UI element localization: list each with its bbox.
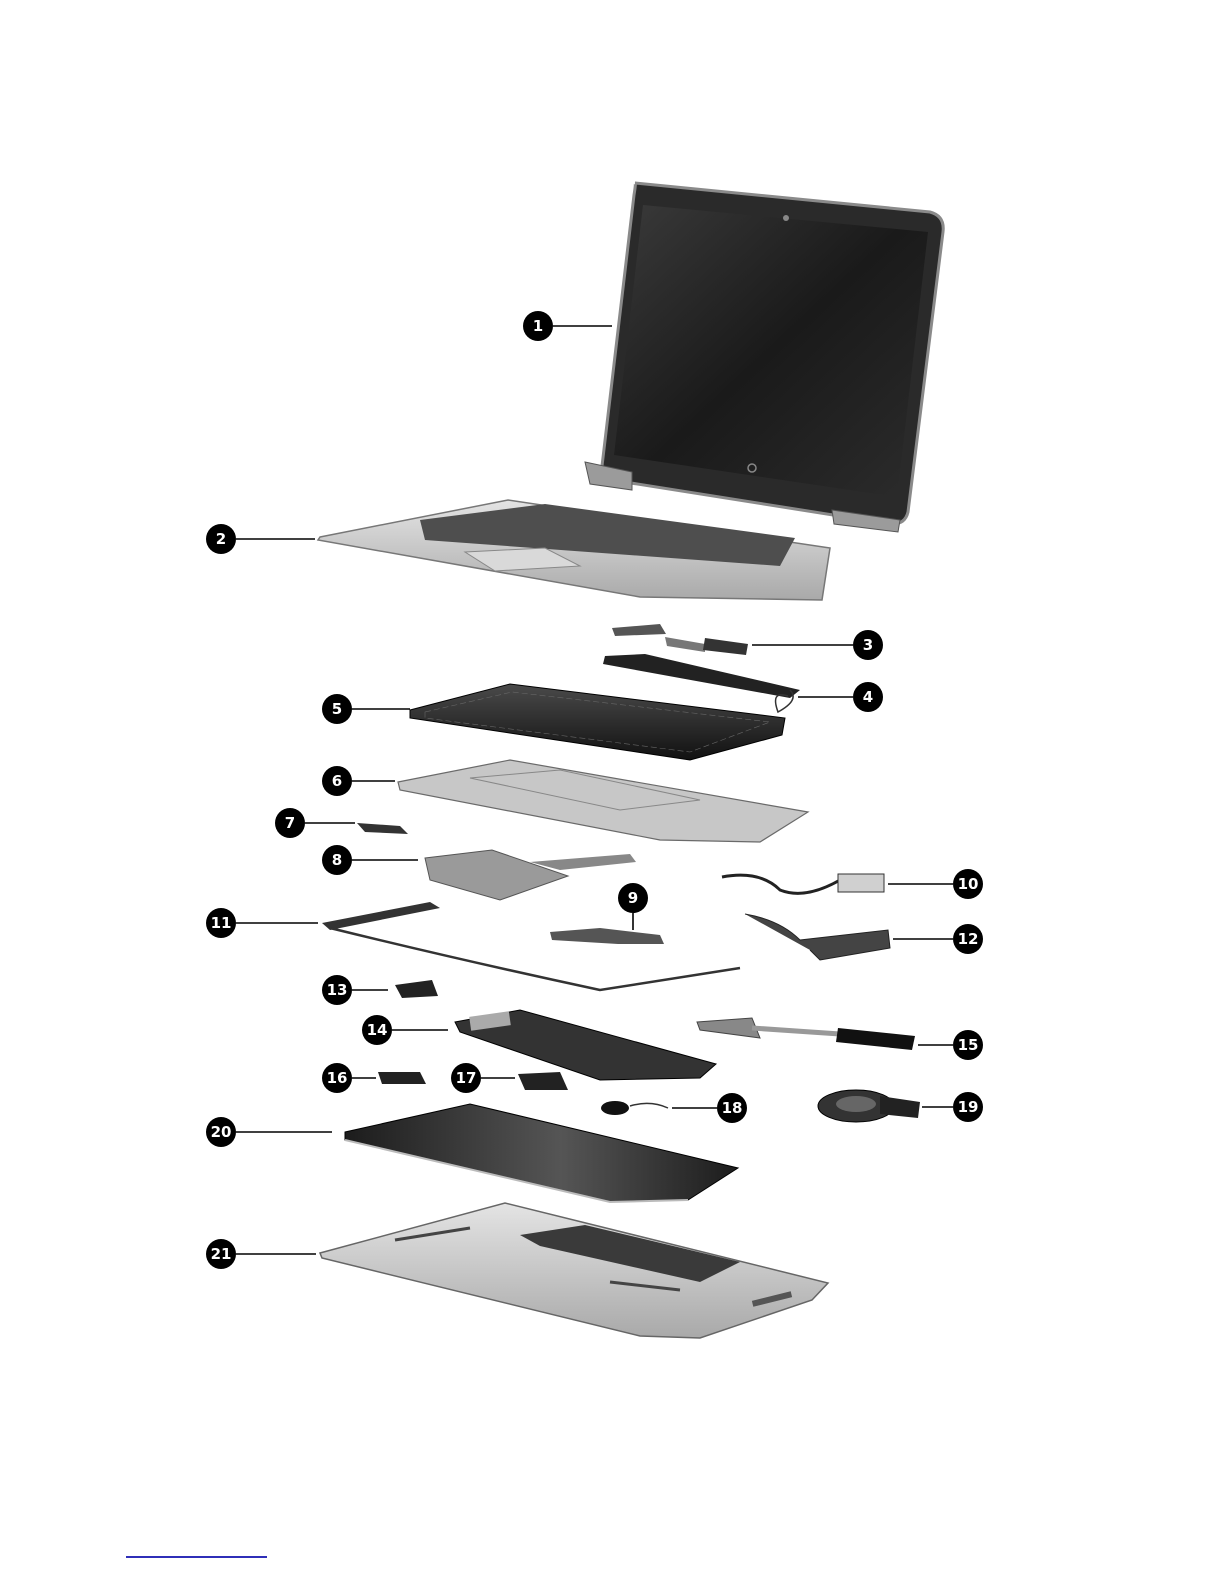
part-12 [745,914,890,960]
callout-2: 2 [206,524,315,554]
callout-16: 16 [322,1063,376,1093]
callout-11: 11 [206,908,318,938]
callout-4: 4 [798,682,883,712]
part-15 [697,1018,915,1050]
callout-18: 18 [672,1093,747,1123]
callout-6: 6 [322,766,395,796]
callout-number: 2 [216,530,226,548]
part-3 [612,624,748,655]
callout-number: 11 [211,914,232,932]
callout-number: 9 [628,889,638,907]
callout-number: 5 [332,700,342,718]
part-10 [722,874,884,893]
callout-number: 8 [332,851,342,869]
callout-number: 15 [958,1036,979,1054]
callout-number: 1 [533,317,543,335]
touchpad [425,850,636,900]
callout-number: 20 [211,1123,232,1141]
callout-1: 1 [523,311,612,341]
callout-number: 14 [367,1021,388,1039]
callout-21: 21 [206,1239,316,1269]
part-6 [398,760,808,842]
callout-number: 4 [863,688,873,706]
callout-13: 13 [322,975,388,1005]
callout-14: 14 [362,1015,448,1045]
callout-9: 9 [618,883,648,930]
part-17 [518,1072,568,1090]
callout-10: 10 [888,869,983,899]
base-enclosure [320,1203,828,1338]
top-cover [318,500,830,600]
part-13 [395,980,438,998]
callout-number: 3 [863,636,873,654]
part-7 [357,823,408,834]
part-18 [601,1101,668,1115]
part-9 [550,928,664,944]
battery [345,1104,738,1202]
callout-number: 7 [285,814,295,832]
callout-7: 7 [275,808,355,838]
part-11 [322,902,740,990]
part-16 [378,1072,426,1084]
callout-number: 21 [211,1245,232,1263]
system-board [455,1010,716,1080]
callout-20: 20 [206,1117,332,1147]
callout-3: 3 [752,630,883,660]
callout-number: 16 [327,1069,348,1087]
keyboard [410,684,785,760]
callout-number: 13 [327,981,348,999]
display-assembly [585,183,943,532]
callout-number: 18 [722,1099,743,1117]
callout-17: 17 [451,1063,515,1093]
callout-number: 12 [958,930,979,948]
callout-15: 15 [918,1030,983,1060]
fan [818,1090,920,1122]
callout-number: 10 [958,875,979,893]
callout-19: 19 [922,1092,983,1122]
callout-8: 8 [322,845,418,875]
callout-12: 12 [893,924,983,954]
callout-number: 19 [958,1098,979,1116]
footnote-rule [126,1556,267,1558]
callout-number: 6 [332,772,342,790]
callout-number: 17 [456,1069,477,1087]
callout-5: 5 [322,694,410,724]
